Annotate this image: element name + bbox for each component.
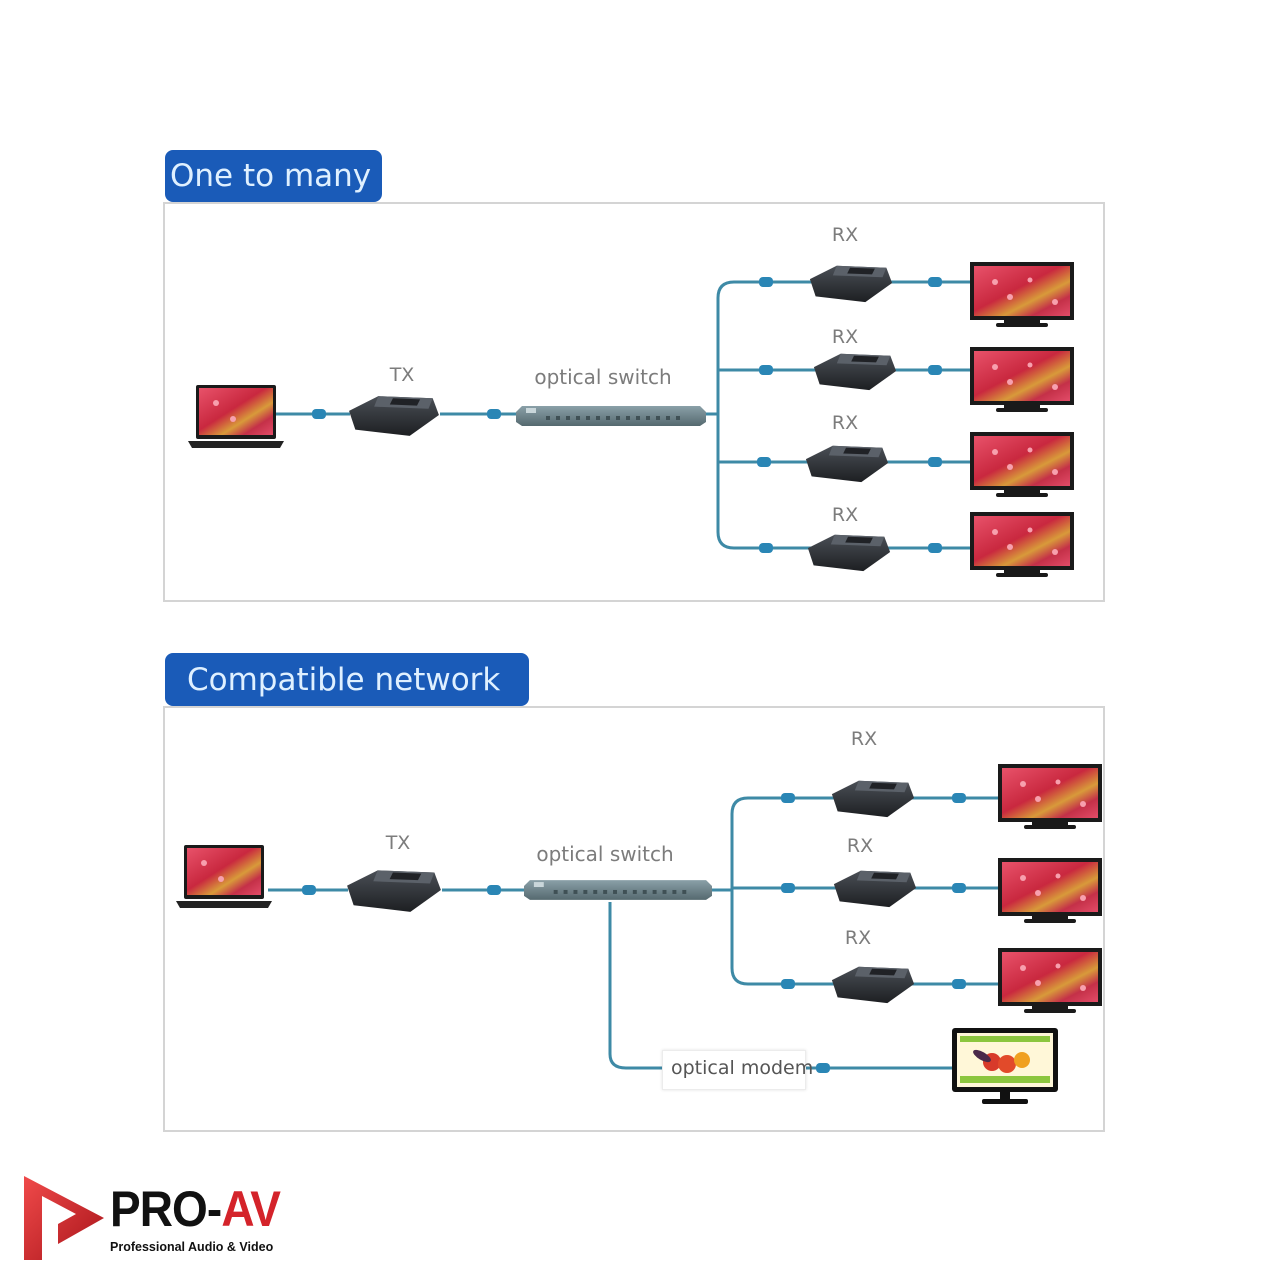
optical-switch-icon [516, 404, 706, 426]
rx-label: RX [831, 224, 859, 246]
laptop-icon [188, 385, 284, 449]
wire-bus-top [716, 280, 815, 299]
connector [487, 885, 501, 895]
connector [487, 409, 501, 419]
connector [759, 543, 773, 553]
connector [302, 885, 316, 895]
receiver-box-icon [812, 349, 898, 393]
connector [781, 979, 795, 989]
tv-icon [970, 347, 1074, 413]
receiver-box-icon [806, 530, 892, 574]
tx-label: TX [385, 832, 411, 854]
rx-label: RX [850, 728, 878, 750]
connector [312, 409, 326, 419]
connector [928, 365, 942, 375]
transmitter-box-icon [346, 392, 442, 438]
monitor-icon [952, 1028, 1058, 1108]
connector [781, 883, 795, 893]
rx-label: RX [831, 412, 859, 434]
receiver-box-icon [830, 962, 916, 1006]
connector [952, 793, 966, 803]
tv-icon [998, 948, 1102, 1014]
wire-bus-vertical [716, 298, 735, 550]
wire-bus-top-2 [730, 796, 836, 815]
section-title-compatible-network: Compatible network [165, 653, 529, 706]
pro-av-logo: PRO-AV Professional Audio & Video [18, 1172, 288, 1264]
laptop-icon [176, 845, 272, 909]
connector [757, 457, 771, 467]
receiver-box-icon [804, 441, 890, 485]
rx-label: RX [844, 927, 872, 949]
connector [759, 277, 773, 287]
tv-icon [970, 512, 1074, 578]
tv-icon [998, 764, 1102, 830]
logo-tagline: Professional Audio & Video [110, 1240, 274, 1254]
optical-switch-icon [524, 878, 712, 900]
diagram-panel-one-to-many [163, 202, 1105, 602]
connector [928, 457, 942, 467]
connector [759, 365, 773, 375]
rx-label: RX [831, 326, 859, 348]
tx-label: TX [389, 364, 415, 386]
pro-av-logo-mark [24, 1176, 104, 1260]
receiver-box-icon [808, 261, 894, 305]
connector [928, 543, 942, 553]
optical-modem-box: optical modem [662, 1050, 813, 1090]
connector [928, 277, 942, 287]
rx-label: RX [831, 504, 859, 526]
tv-icon [970, 432, 1074, 498]
connector [952, 883, 966, 893]
wire-bus-vertical-2 [730, 814, 749, 986]
connector [781, 793, 795, 803]
optical-switch-label: optical switch [534, 365, 672, 389]
receiver-box-icon [830, 776, 916, 820]
tv-icon [998, 858, 1102, 924]
tv-icon [970, 262, 1074, 328]
connector [952, 979, 966, 989]
connector [816, 1063, 830, 1073]
optical-switch-label: optical switch [536, 842, 674, 866]
rx-label: RX [846, 835, 874, 857]
diagram-panel-compatible-network [163, 706, 1105, 1132]
section-title-one-to-many: One to many [165, 150, 382, 202]
logo-brand: PRO-AV [110, 1181, 281, 1237]
receiver-box-icon [832, 866, 918, 910]
wire-switch-modem [608, 902, 664, 1070]
transmitter-box-icon [344, 866, 444, 914]
